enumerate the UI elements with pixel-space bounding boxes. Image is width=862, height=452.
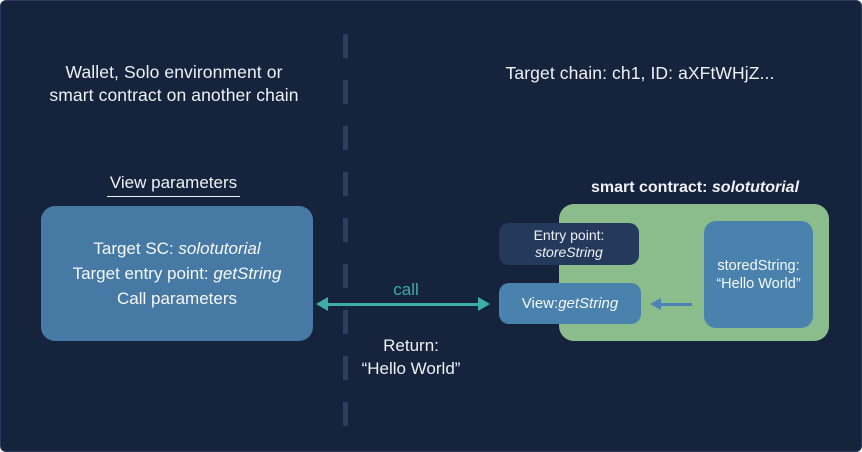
target-entry-point-value: getString [213,264,282,283]
view-function-box: View: getString [499,283,641,324]
call-label: call [393,280,419,299]
return-value-text: Return: “Hello World” [361,336,461,378]
call-arrow-right-head-icon [478,297,490,311]
target-entry-point-line: Target entry point: getString [73,261,282,286]
view-function-label: View: [521,295,559,312]
view-function-value: getString [558,295,619,312]
view-parameters-heading-wrap: View parameters [1,173,346,197]
target-sc-value: solotutorial [178,239,261,258]
smart-contract-label: smart contract: [590,179,712,196]
entry-point-label: Entry point: [533,227,605,243]
stored-string-label: storedString: [717,257,800,274]
view-parameters-box: Target SC: solotutorial Target entry poi… [41,206,313,341]
stored-to-view-arrow-head-icon [650,298,661,310]
entry-point-value: storeString [535,244,603,260]
target-sc-label: Target SC: [93,239,179,258]
target-sc-line: Target SC: solotutorial [93,236,260,261]
smart-contract-name: solotutorial [711,179,800,196]
chain-boundary-divider [343,34,348,426]
target-entry-point-label: Target entry point: [72,264,214,283]
view-parameters-heading: View parameters [106,173,241,197]
call-arrow-left-head-icon [316,297,328,311]
target-chain-title: Target chain: ch1, ID: aXFtWHjZ... [505,63,775,83]
stored-string-box: storedString: “Hello World” [704,221,813,328]
call-arrow-line [327,303,479,306]
smart-contract-title: smart contract: solotutorial [559,179,831,197]
entry-point-box: Entry point: storeString [499,223,639,265]
call-parameters-line: Call parameters [117,289,237,308]
stored-string-value: “Hello World” [716,275,801,292]
stored-to-view-arrow-line [660,303,692,306]
caller-description: Wallet, Solo environment or smart contra… [49,62,299,105]
